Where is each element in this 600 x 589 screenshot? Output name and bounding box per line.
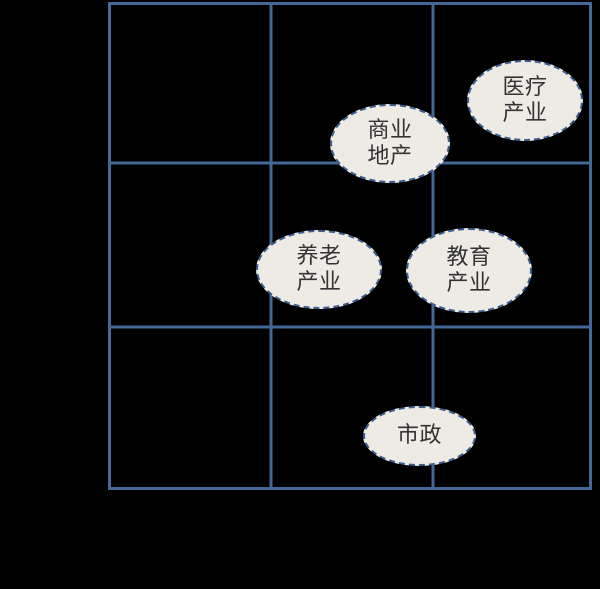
bubble-education-label: 教育 产业 xyxy=(446,244,492,296)
bubble-commercial-real-estate-label: 商业 地产 xyxy=(367,117,413,169)
bubble-medical-label: 医疗 产业 xyxy=(502,74,548,126)
bubble-medical[interactable]: 医疗 产业 xyxy=(467,60,583,141)
bubble-elderly-care-label: 养老 产业 xyxy=(296,243,342,295)
bubble-commercial-real-estate[interactable]: 商业 地产 xyxy=(330,104,450,183)
bubble-municipal-label: 市政 xyxy=(396,423,442,449)
bubble-elderly-care[interactable]: 养老 产业 xyxy=(256,230,382,309)
bubble-education[interactable]: 教育 产业 xyxy=(406,228,532,313)
bubble-municipal[interactable]: 市政 xyxy=(363,406,476,466)
grid-outer-border xyxy=(108,2,592,490)
